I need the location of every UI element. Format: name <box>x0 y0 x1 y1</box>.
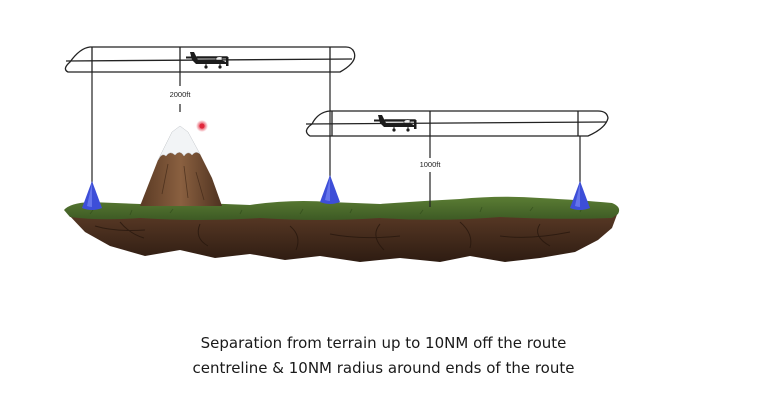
laser-pointer-dot <box>196 120 208 132</box>
high-route-aircraft <box>186 52 229 69</box>
high-route-outline <box>64 46 356 73</box>
low-route-clearance-label: 1000ft <box>420 160 442 169</box>
terrain-soil <box>66 212 618 262</box>
high-route-corridor <box>64 46 356 73</box>
route-droplines <box>91 72 581 207</box>
light-aircraft-icon <box>374 115 417 132</box>
high-route-clearance-label: 2000ft <box>170 90 192 99</box>
light-aircraft-icon <box>186 52 229 69</box>
terrain-island <box>64 196 620 262</box>
terrain-grass <box>64 196 620 220</box>
low-route-centreline <box>305 121 607 125</box>
mountain-icon <box>140 125 222 206</box>
mountain-snowcap <box>157 125 201 161</box>
low-route-corridor <box>305 110 609 137</box>
caption-line-1: Separation from terrain up to 10NM off t… <box>200 334 567 352</box>
caption-line-2: centreline & 10NM radius around ends of … <box>192 359 575 377</box>
diagram-caption: Separation from terrain up to 10NM off t… <box>0 331 767 381</box>
low-route-aircraft <box>374 115 417 132</box>
low-route-outline <box>305 110 609 137</box>
mountain-body <box>140 126 222 206</box>
